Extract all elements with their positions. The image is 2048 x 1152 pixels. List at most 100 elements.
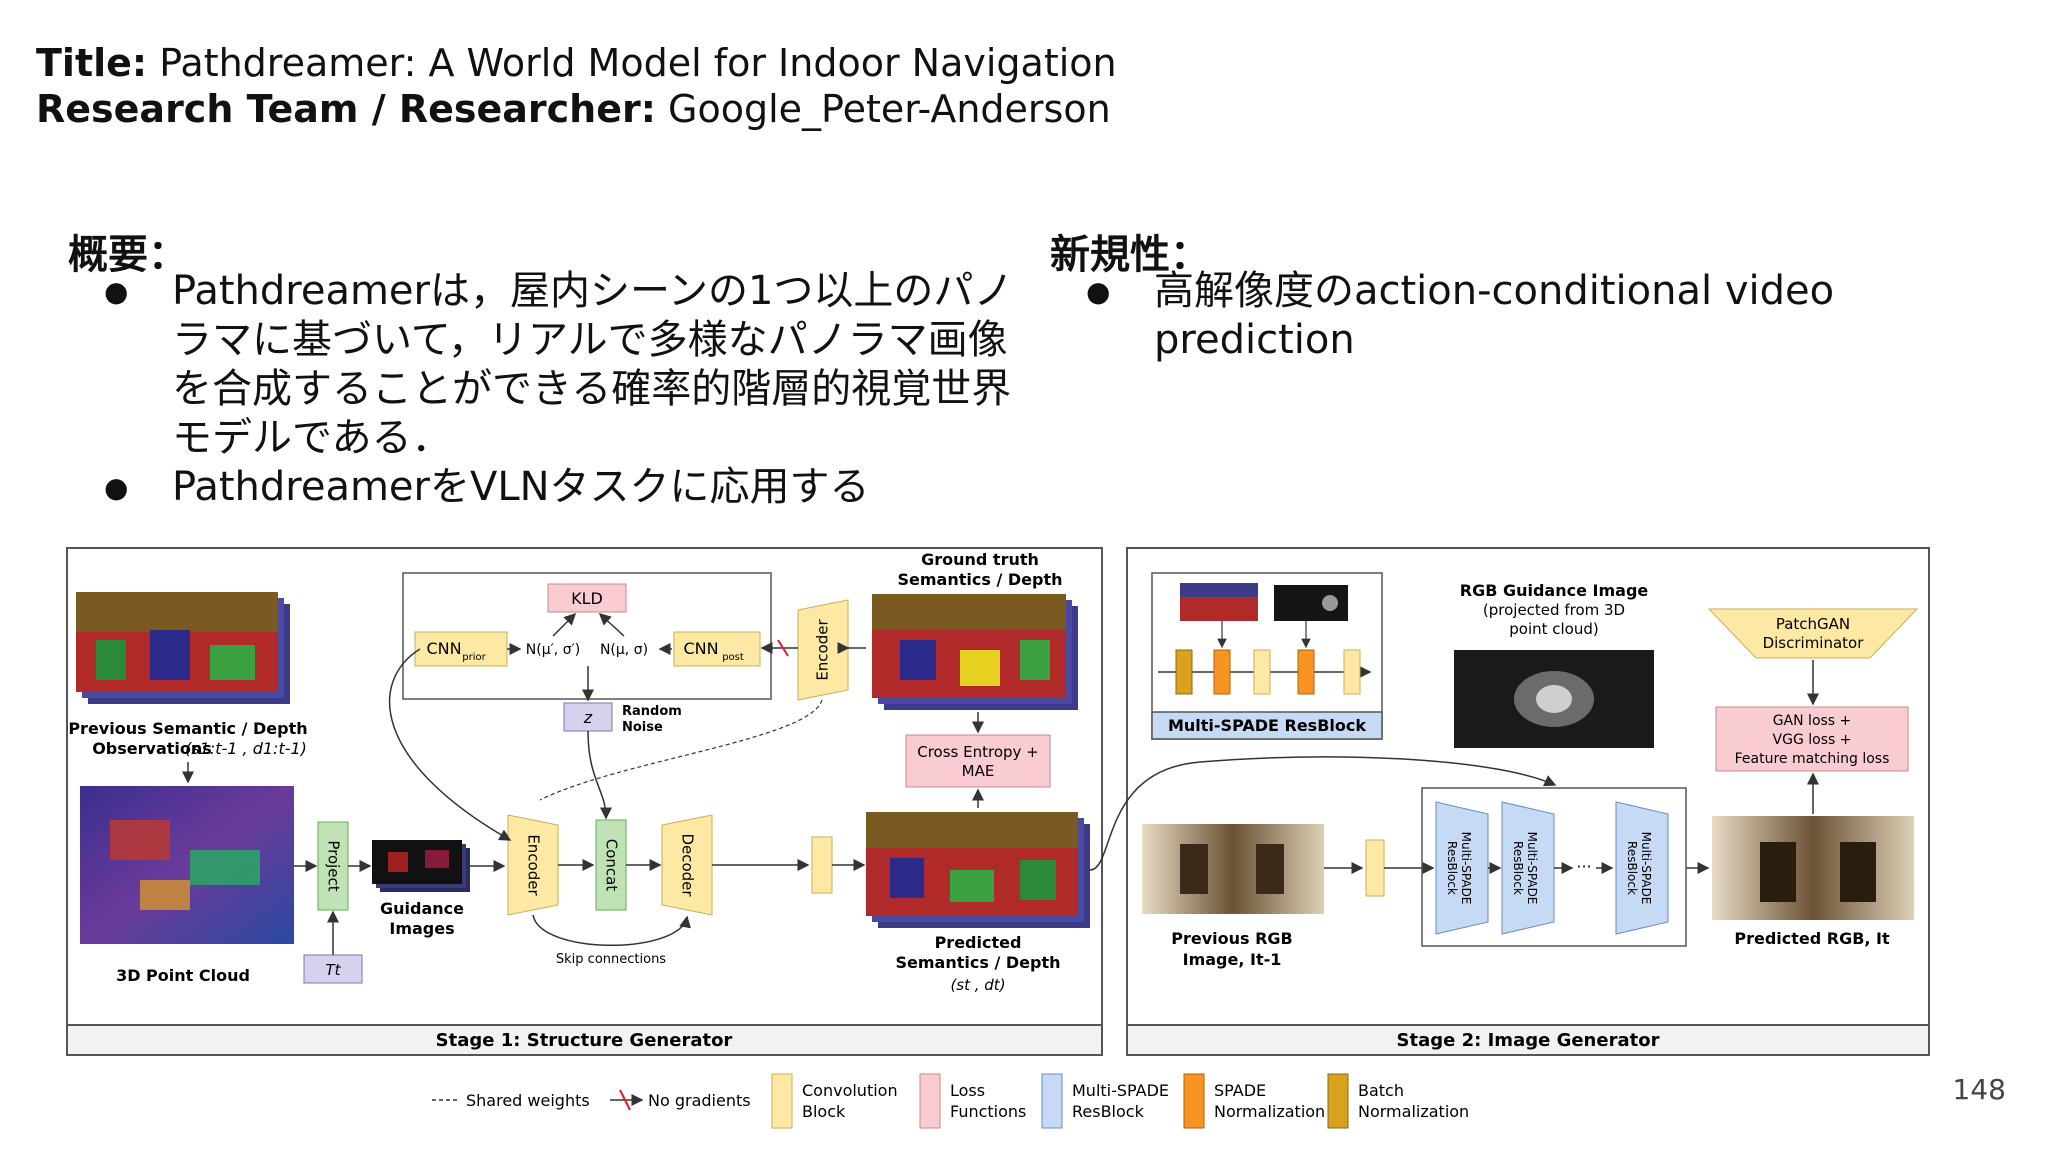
decoder-block	[661, 814, 713, 916]
previous-rgb-image	[1142, 824, 1324, 914]
prev-obs-math: (s1:t-1 , d1:t-1)	[185, 739, 307, 758]
msb3-label: Multi-SPADE	[1639, 832, 1653, 905]
skip-label: Skip connections	[556, 952, 666, 967]
legend-nograd: No gradients	[648, 1091, 751, 1110]
legend-ms-swatch	[1041, 1073, 1063, 1129]
cnn-prior-block	[414, 631, 508, 667]
multispade-block-2	[1501, 801, 1555, 935]
prev-rgb-label: Previous RGB	[1171, 929, 1293, 948]
team-line: Research Team / Researcher: Google_Peter…	[36, 86, 1117, 132]
predicted-rgb-image	[1712, 816, 1914, 920]
legend-spade-2: Normalization	[1214, 1102, 1325, 1121]
kld-label: KLD	[571, 589, 603, 608]
top-encoder-block	[797, 599, 849, 701]
encoder-label: Encoder	[525, 834, 543, 896]
overview-list: Pathdreamerは，屋内シーンの1つ以上のパノラマに基づいて，リアルで多様…	[104, 267, 1034, 512]
msb3-label-2: ResBlock	[1625, 841, 1639, 895]
rgb-guidance-label-2: (projected from 3D	[1483, 601, 1625, 619]
legend-conv-2: Block	[802, 1102, 846, 1121]
cnn-post-label: CNN	[683, 639, 718, 658]
gt-label: Ground truth	[921, 550, 1039, 569]
page-number: 148	[1952, 1073, 2006, 1106]
random-noise-label: Random	[622, 704, 682, 719]
legend-loss: Loss	[950, 1081, 985, 1100]
legend-bn-2: Normalization	[1358, 1102, 1469, 1121]
novelty-item: 高解像度のaction-conditional video prediction	[1086, 267, 2016, 365]
pred-math: (st , dt)	[950, 976, 1005, 994]
multispade-block-1	[1435, 801, 1489, 935]
concat-block	[595, 819, 627, 911]
multispade-block-3	[1615, 801, 1669, 935]
stage1-footer-bar	[66, 1024, 1103, 1056]
prev-obs-label: Previous Semantic / Depth	[68, 719, 307, 738]
legend-conv: Convolution	[802, 1081, 898, 1100]
gt-label-2: Semantics / Depth	[898, 570, 1063, 589]
cnn-post-sub: post	[722, 652, 744, 663]
overview-item: PathdreamerをVLNタスクに応用する	[104, 463, 1034, 512]
rgb-conv-block	[1365, 839, 1385, 897]
decoder-label: Decoder	[679, 833, 697, 897]
point-cloud-image	[80, 786, 294, 944]
patchgan-label-2: Discriminator	[1763, 634, 1865, 652]
pred-rgb-label: Predicted RGB, It	[1734, 929, 1890, 948]
multispade-chain-box	[1421, 787, 1687, 947]
gan-loss-label-2: VGG loss +	[1773, 732, 1852, 748]
guidance-label: Guidance	[380, 899, 464, 918]
patchgan-block	[1707, 608, 1919, 659]
rgb-guidance-label: RGB Guidance Image	[1460, 581, 1649, 600]
team-label: Research Team / Researcher:	[36, 87, 656, 131]
patchgan-label: PatchGAN	[1776, 615, 1850, 633]
output-conv-block	[811, 836, 833, 894]
project-label: Project	[325, 840, 343, 891]
msb1-label: Multi-SPADE	[1459, 832, 1473, 905]
gan-loss-label: GAN loss +	[1773, 713, 1852, 729]
slide-header: Title: Pathdreamer: A World Model for In…	[36, 40, 1117, 132]
legend: Shared weights No gradients Convolution …	[432, 1073, 1469, 1129]
previous-semantic-images	[76, 592, 290, 704]
dots-label: ···	[1576, 857, 1591, 876]
cross-entropy-loss-block	[905, 734, 1051, 788]
legend-ms: Multi-SPADE	[1072, 1081, 1169, 1100]
legend-loss-swatch	[919, 1073, 941, 1129]
top-encoder-label: Encoder	[814, 619, 832, 681]
random-noise-label-2: Noise	[622, 720, 663, 735]
title-line: Title: Pathdreamer: A World Model for In…	[36, 40, 1117, 86]
gan-loss-label-3: Feature matching loss	[1735, 751, 1890, 767]
shared-weights-line	[539, 699, 823, 801]
msb1-label-2: ResBlock	[1445, 841, 1459, 895]
novelty-list: 高解像度のaction-conditional video prediction	[1086, 267, 2016, 365]
gan-loss-block	[1715, 706, 1909, 772]
msb2-label-2: ResBlock	[1511, 841, 1525, 895]
stage2-footer-bar	[1126, 1024, 1930, 1056]
t-label: Tt	[325, 961, 341, 979]
legend-shared: Shared weights	[466, 1091, 590, 1110]
legend-bn: Batch	[1358, 1081, 1404, 1100]
z-block	[563, 702, 613, 732]
legend-spade: SPADE	[1214, 1081, 1266, 1100]
no-gradient-mark	[777, 639, 789, 657]
concat-label: Concat	[603, 839, 621, 892]
kld-block	[547, 583, 627, 613]
n-post: N(μ, σ)	[600, 642, 648, 658]
cnn-post-block	[673, 631, 761, 667]
guidance-label-2: Images	[389, 919, 454, 938]
predicted-semantic-image	[866, 812, 1090, 928]
cnn-prior-label: CNN	[426, 639, 461, 658]
encoder-block	[507, 814, 559, 916]
stage2-footer: Stage 2: Image Generator	[1397, 1030, 1660, 1051]
z-label: z	[583, 708, 593, 727]
t-block	[303, 954, 363, 984]
cnn-prior-sub: prior	[462, 652, 486, 663]
ground-truth-image	[872, 594, 1078, 710]
title-label: Title:	[36, 41, 148, 85]
loss-label-2: MAE	[962, 762, 995, 780]
prev-rgb-label-2: Image, It-1	[1183, 950, 1282, 969]
project-block	[317, 821, 349, 911]
guidance-images	[372, 840, 470, 892]
multispade-label: Multi-SPADE ResBlock	[1168, 716, 1366, 735]
overview-item: Pathdreamerは，屋内シーンの1つ以上のパノラマに基づいて，リアルで多様…	[104, 267, 1034, 463]
stage1-footer: Stage 1: Structure Generator	[436, 1030, 733, 1051]
legend-spade-swatch	[1183, 1073, 1205, 1129]
legend-loss-2: Functions	[950, 1102, 1026, 1121]
